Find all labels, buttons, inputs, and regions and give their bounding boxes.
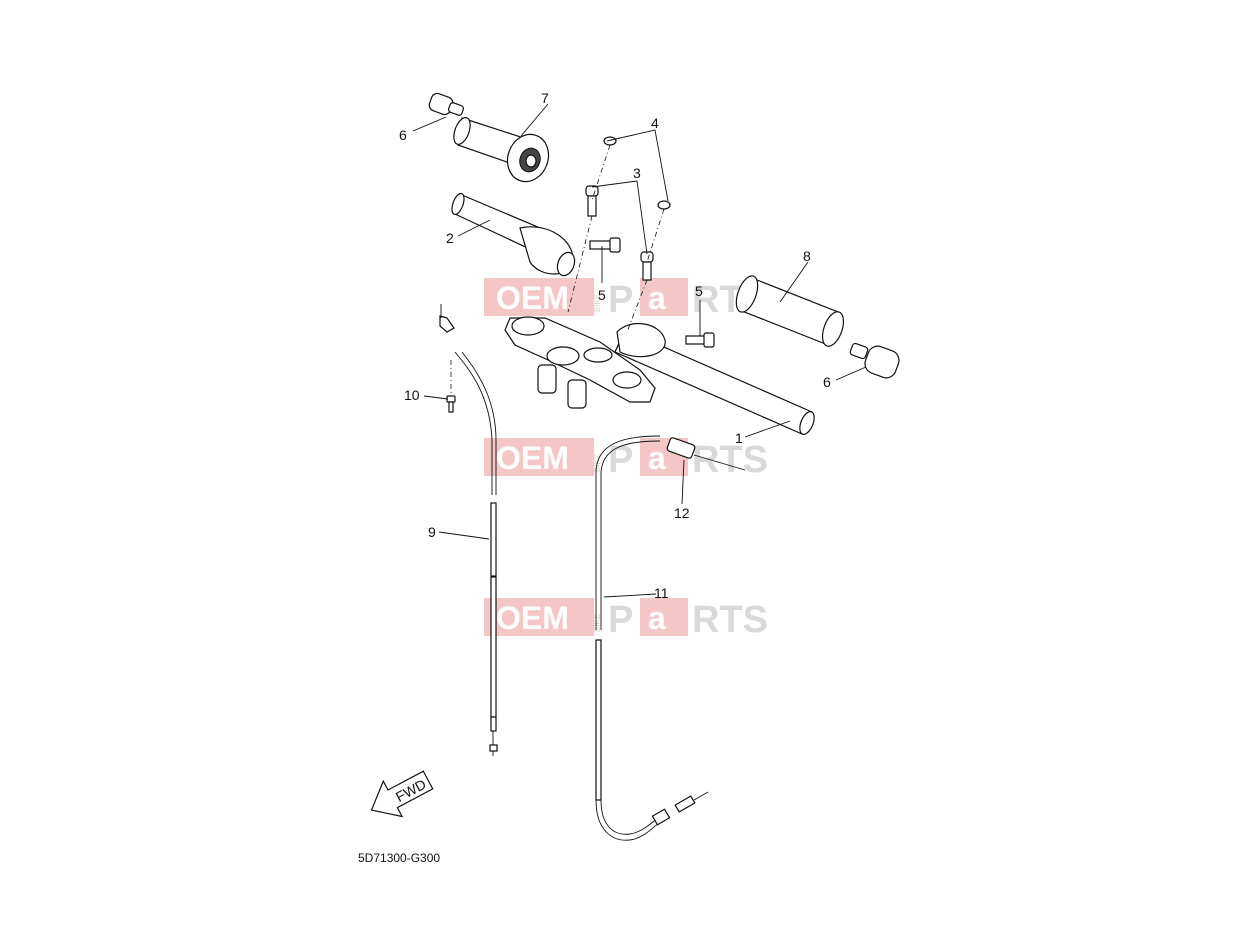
callout-9: 9 <box>428 524 436 540</box>
cap-4-right <box>657 200 671 210</box>
svg-text:a: a <box>648 440 666 476</box>
cable-11 <box>595 435 709 841</box>
cap-4-left <box>603 136 617 146</box>
svg-text:RTS: RTS <box>692 439 768 481</box>
forward-arrow-icon: FWD <box>370 770 434 818</box>
callout-5-right: 5 <box>695 283 703 299</box>
throttle-grip <box>453 117 550 183</box>
callout-12: 12 <box>674 505 690 521</box>
svg-text:OEM: OEM <box>496 280 569 316</box>
adjuster-12 <box>666 437 746 471</box>
callout-5-left: 5 <box>598 287 606 303</box>
svg-text:P: P <box>608 439 633 481</box>
svg-text:P: P <box>608 279 633 321</box>
grip-right <box>735 275 845 347</box>
watermark-3: OEM BIKE P a RTS <box>484 598 768 641</box>
svg-text:RTS: RTS <box>692 599 768 641</box>
diagram-code: 5D71300-G300 <box>358 851 440 865</box>
callout-6-left: 6 <box>399 127 407 143</box>
svg-text:a: a <box>648 600 666 636</box>
callout-2: 2 <box>446 230 454 246</box>
bolt-3-left <box>585 185 599 217</box>
callout-8: 8 <box>803 248 811 264</box>
svg-text:OEM: OEM <box>496 600 569 636</box>
cable-9 <box>439 304 498 756</box>
screw-10 <box>446 395 456 413</box>
svg-text:P: P <box>608 599 633 641</box>
callout-3: 3 <box>633 165 641 181</box>
callout-10: 10 <box>404 387 420 403</box>
handlebar-right <box>614 323 815 435</box>
upper-triple-clamp <box>504 316 656 409</box>
callout-11: 11 <box>654 585 669 601</box>
handlebar-left <box>451 192 576 277</box>
watermark-2: OEM BIKE P a RTS <box>484 438 768 481</box>
callout-7: 7 <box>541 90 549 106</box>
svg-text:OEM: OEM <box>496 440 569 476</box>
bolt-3-right <box>640 251 654 281</box>
svg-text:BIKE: BIKE <box>593 294 602 312</box>
svg-text:a: a <box>648 280 666 316</box>
callout-6-right: 6 <box>823 374 831 390</box>
bolt-5-left <box>589 237 621 253</box>
bar-end-weight-right <box>849 342 900 379</box>
watermark-1: OEM BIKE P a RTS <box>484 278 768 321</box>
bar-end-weight-left <box>428 92 465 116</box>
bolt-5-right <box>685 332 715 348</box>
callout-1: 1 <box>735 430 743 446</box>
svg-text:BIKE: BIKE <box>593 614 602 632</box>
callout-4: 4 <box>651 115 659 131</box>
